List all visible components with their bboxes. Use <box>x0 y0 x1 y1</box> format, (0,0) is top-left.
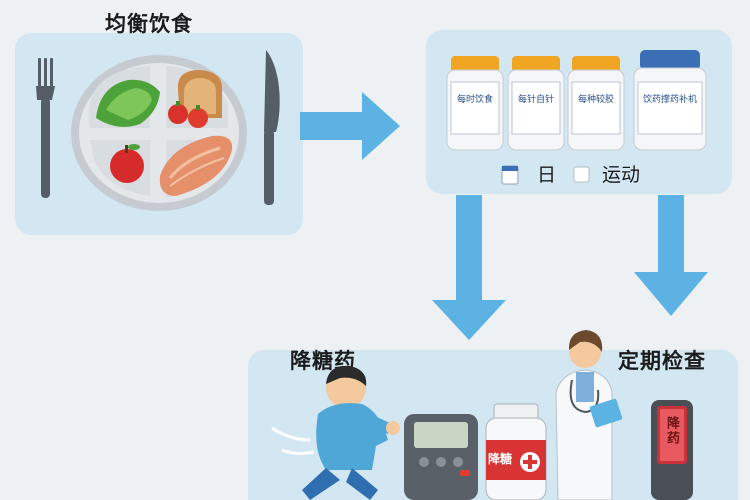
salmon-icon <box>159 135 233 196</box>
drug-bottle-label: 降糖 <box>488 452 513 466</box>
bottle-1-label: 每时饮食 <box>456 95 493 105</box>
bottle-2-label: 每针自针 <box>517 95 554 105</box>
bottle-4-label: 饮药撑药补机 <box>642 95 697 105</box>
insulin-pen-icon <box>651 400 693 500</box>
bottle-1 <box>446 56 504 151</box>
running-man-icon <box>271 365 400 500</box>
lettuce-icon <box>96 79 160 127</box>
tomato-icon <box>168 101 208 128</box>
bottle-2 <box>507 56 565 151</box>
glucose-meter-icon <box>404 414 478 500</box>
bottle-4 <box>633 50 707 151</box>
bottle-3 <box>567 56 625 151</box>
bottle-3-label: 每种较胶 <box>577 95 614 105</box>
doctor-icon <box>555 330 623 500</box>
checkbox-icon <box>573 166 590 183</box>
calendar-icon <box>501 165 519 185</box>
regular-checkup-title: 定期检查 <box>618 349 706 373</box>
bread-icon <box>177 70 222 118</box>
down-arrow-left <box>432 195 506 340</box>
apple-icon <box>110 144 144 183</box>
day-label: 日 <box>537 164 557 186</box>
diet-title: 均衡饮食 <box>105 12 193 36</box>
medicine-bottle-icon <box>485 403 547 500</box>
knife-icon <box>264 50 280 205</box>
exercise-label: 运动 <box>602 164 641 186</box>
right-arrow <box>300 92 400 160</box>
fork-icon <box>36 58 55 198</box>
down-arrow-right <box>634 195 708 316</box>
pen-label: 降药 <box>664 416 679 446</box>
